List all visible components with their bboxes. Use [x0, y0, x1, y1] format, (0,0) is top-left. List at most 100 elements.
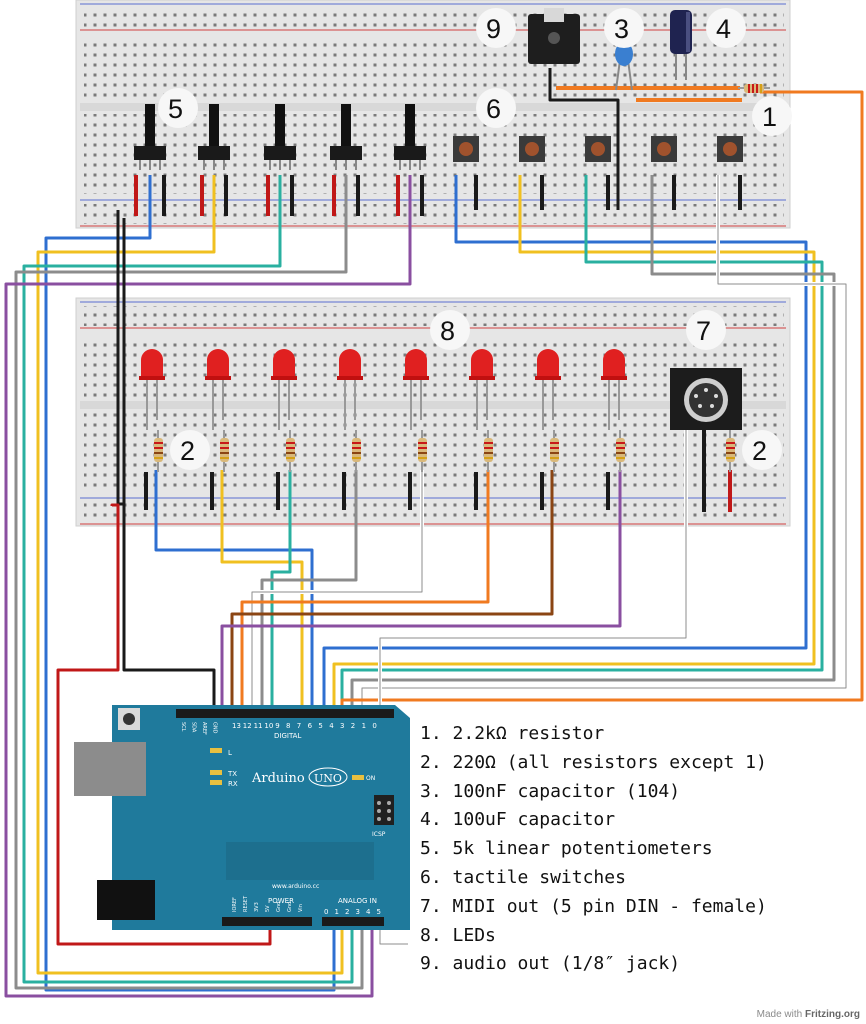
- tactile-switches: [453, 136, 743, 162]
- svg-text:8: 8: [440, 316, 455, 346]
- power-pin-label: 5V: [265, 905, 271, 912]
- legend-item: 3. 100nF capacitor (104): [420, 778, 860, 807]
- analog-pin-label: 1: [335, 908, 339, 916]
- legend-text: 5k linear potentiometers: [452, 838, 713, 860]
- badge-4: 4: [706, 8, 746, 48]
- digital-pin-label: 7: [297, 722, 301, 730]
- tactile-switch: [519, 136, 545, 162]
- led-resistor: [352, 430, 361, 472]
- led: [535, 349, 561, 430]
- arduino-uno: Arduino UNO DIGITAL ANALOG IN POWER www.…: [74, 705, 410, 930]
- legend-number: 2.: [420, 751, 442, 773]
- digital-pin-label: 4: [329, 722, 334, 730]
- power-pin-label: 3V3: [254, 902, 260, 912]
- led: [601, 349, 627, 430]
- badge-5: 5: [158, 88, 198, 128]
- led: [139, 349, 165, 430]
- led-resistor: [220, 430, 229, 472]
- legend-text: audio out (1/8″ jack): [452, 953, 681, 975]
- digital-pin-label: 5: [318, 722, 322, 730]
- legend-item: 9. audio out (1/8″ jack): [420, 950, 860, 979]
- potentiometer: [134, 104, 166, 170]
- icsp-label: ICSP: [372, 831, 386, 838]
- potentiometer: [198, 104, 230, 170]
- legend-number: 4.: [420, 809, 442, 831]
- led: [469, 349, 495, 430]
- svg-text:3: 3: [614, 14, 629, 44]
- led-resistor: [286, 430, 295, 472]
- svg-text:7: 7: [696, 316, 711, 346]
- badge-2-left: 2: [170, 430, 210, 470]
- usb-port: [74, 742, 146, 796]
- led: [271, 349, 297, 430]
- led: [403, 349, 429, 430]
- badge-8: 8: [430, 310, 470, 350]
- power-pin-label: IOREF: [232, 897, 238, 912]
- power-header: [222, 917, 312, 926]
- digital-pin-label: 2: [351, 722, 355, 730]
- digital-pin-label: 6: [308, 722, 313, 730]
- legend-text: 100nF capacitor (104): [452, 780, 681, 802]
- legend-item: 4. 100uF capacitor: [420, 806, 860, 835]
- svg-text:1: 1: [762, 102, 777, 132]
- svg-text:2: 2: [180, 436, 195, 466]
- legend-item: 8. LEDs: [420, 922, 860, 951]
- wires: [4, 68, 864, 998]
- legend-text: 220Ω (all resistors except 1): [452, 751, 767, 773]
- legend-number: 1.: [420, 723, 442, 744]
- header-pin-label: AREF: [201, 722, 207, 735]
- leds: [139, 349, 627, 472]
- legend-number: 8.: [420, 924, 442, 946]
- digital-label: DIGITAL: [274, 732, 301, 740]
- potentiometer: [394, 104, 426, 170]
- credit-brand: Fritzing.org: [805, 1009, 860, 1020]
- digital-pin-label: 0: [372, 722, 376, 730]
- svg-text:6: 6: [486, 94, 501, 124]
- digital-pin-label: 9: [275, 722, 279, 730]
- legend-number: 6.: [420, 866, 442, 888]
- badge-2-right: 2: [742, 430, 782, 470]
- potentiometer: [264, 104, 296, 170]
- power-pin-label: Vin: [298, 904, 304, 912]
- atmega-chip: [226, 842, 374, 880]
- badge-9: 9: [476, 8, 516, 48]
- capacitor-100nf: [615, 42, 633, 91]
- badge-6: 6: [476, 88, 516, 128]
- power-label: POWER: [268, 897, 294, 905]
- digital-pin-label: 10: [264, 722, 273, 730]
- tactile-switch: [717, 136, 743, 162]
- arduino-model: UNO: [314, 772, 342, 785]
- legend-text: MIDI out (5 pin DIN - female): [452, 895, 767, 917]
- power-pin-label: Gnd: [287, 902, 293, 912]
- led: [337, 349, 363, 430]
- legend-text: 100uF capacitor: [452, 809, 616, 831]
- analog-pin-label: 4: [366, 908, 371, 916]
- legend-item: 6. tactile switches: [420, 864, 860, 893]
- potentiometers: [134, 104, 426, 170]
- header-pin-label: SCL: [180, 722, 186, 732]
- l-label: L: [228, 749, 232, 757]
- analog-header: [322, 917, 384, 926]
- audio-jack: [528, 8, 580, 64]
- digital-pin-label: 12: [243, 722, 252, 730]
- midi-resistor: [726, 430, 735, 472]
- analog-label: ANALOG IN: [338, 897, 377, 905]
- resistor-2k2: [738, 84, 770, 93]
- badges: 9 3 4 5 6 1 8 7 2 2: [158, 8, 792, 470]
- legend-number: 5.: [420, 838, 442, 860]
- power-jack: [97, 880, 155, 920]
- digital-pin-label: 13: [232, 722, 241, 730]
- digital-pin-label: 8: [286, 722, 290, 730]
- header-pin-label: GND: [212, 722, 218, 734]
- power-pin-label: RESET: [243, 895, 249, 912]
- header-pin-label: SDA: [191, 722, 197, 733]
- svg-text:2: 2: [752, 436, 767, 466]
- legend-text: tactile switches: [452, 866, 626, 888]
- led-resistor: [154, 430, 163, 472]
- legend-item: 2. 220Ω (all resistors except 1): [420, 749, 860, 778]
- analog-pin-label: 3: [356, 908, 360, 916]
- tactile-switch: [453, 136, 479, 162]
- power-pin-label: Gnd: [276, 902, 282, 912]
- analog-pin-label: 0: [324, 908, 328, 916]
